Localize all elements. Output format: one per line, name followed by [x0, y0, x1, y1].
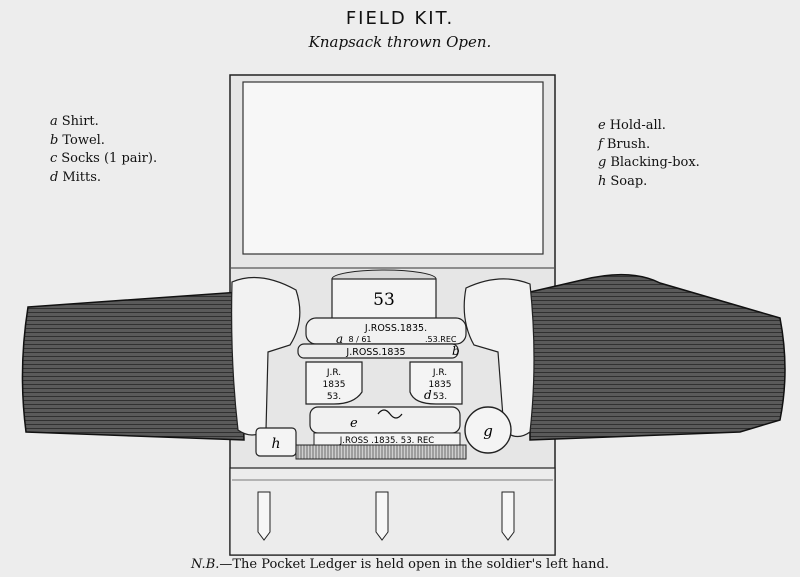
hold-all-stamp: J.ROSS .1835. 53. REC: [339, 436, 435, 446]
page-title: FIELD KIT.: [345, 8, 455, 29]
shirt-stamp-2: .53.REC: [425, 335, 457, 344]
label-d: d: [424, 388, 432, 402]
left-sock-line-3: 53.: [327, 392, 341, 402]
hold-all: [309, 406, 461, 434]
footnote-nb: N.B.: [191, 557, 220, 572]
footnote: N.B.—The Pocket Ledger is held open in t…: [0, 557, 800, 572]
right-sock-line-1: J.R.: [432, 368, 447, 378]
knapsack-bottom-flap: [229, 467, 556, 556]
label-a: a: [336, 332, 343, 346]
label-h: h: [271, 436, 280, 452]
towel-stamp: J.ROSS.1835: [345, 347, 405, 358]
towel-roll: [297, 343, 459, 359]
right-sock: [409, 361, 463, 405]
strap-middle: [375, 491, 389, 541]
right-sock-line-3: 53.: [433, 392, 447, 402]
page-subtitle: Knapsack thrown Open.: [308, 33, 492, 51]
knapsack-lid: [242, 81, 544, 255]
shirt-stamp: J.ROSS.1835.: [364, 323, 427, 334]
right-mitt: [463, 278, 535, 438]
mess-tin-number: 53: [373, 290, 395, 310]
left-sock-line-2: 1835: [323, 380, 346, 390]
footnote-text: —The Pocket Ledger is held open in the s…: [219, 557, 609, 572]
left-sock-line-1: J.R.: [326, 368, 341, 378]
left-sock: [305, 361, 363, 405]
right-sock-line-2: 1835: [429, 380, 452, 390]
strap-right: [501, 491, 515, 541]
label-g: g: [483, 422, 493, 440]
label-e: e: [350, 416, 358, 431]
left-coat-sleeve: [21, 291, 245, 441]
right-coat-sleeve: [529, 273, 786, 441]
strap-left: [257, 491, 271, 541]
brush: [295, 444, 467, 460]
soap-box: [255, 427, 297, 457]
label-b: b: [452, 344, 460, 358]
mess-tin: [331, 278, 437, 322]
shirt-stamp-small: 8 / 61: [348, 335, 371, 344]
blacking-box: [464, 406, 512, 454]
